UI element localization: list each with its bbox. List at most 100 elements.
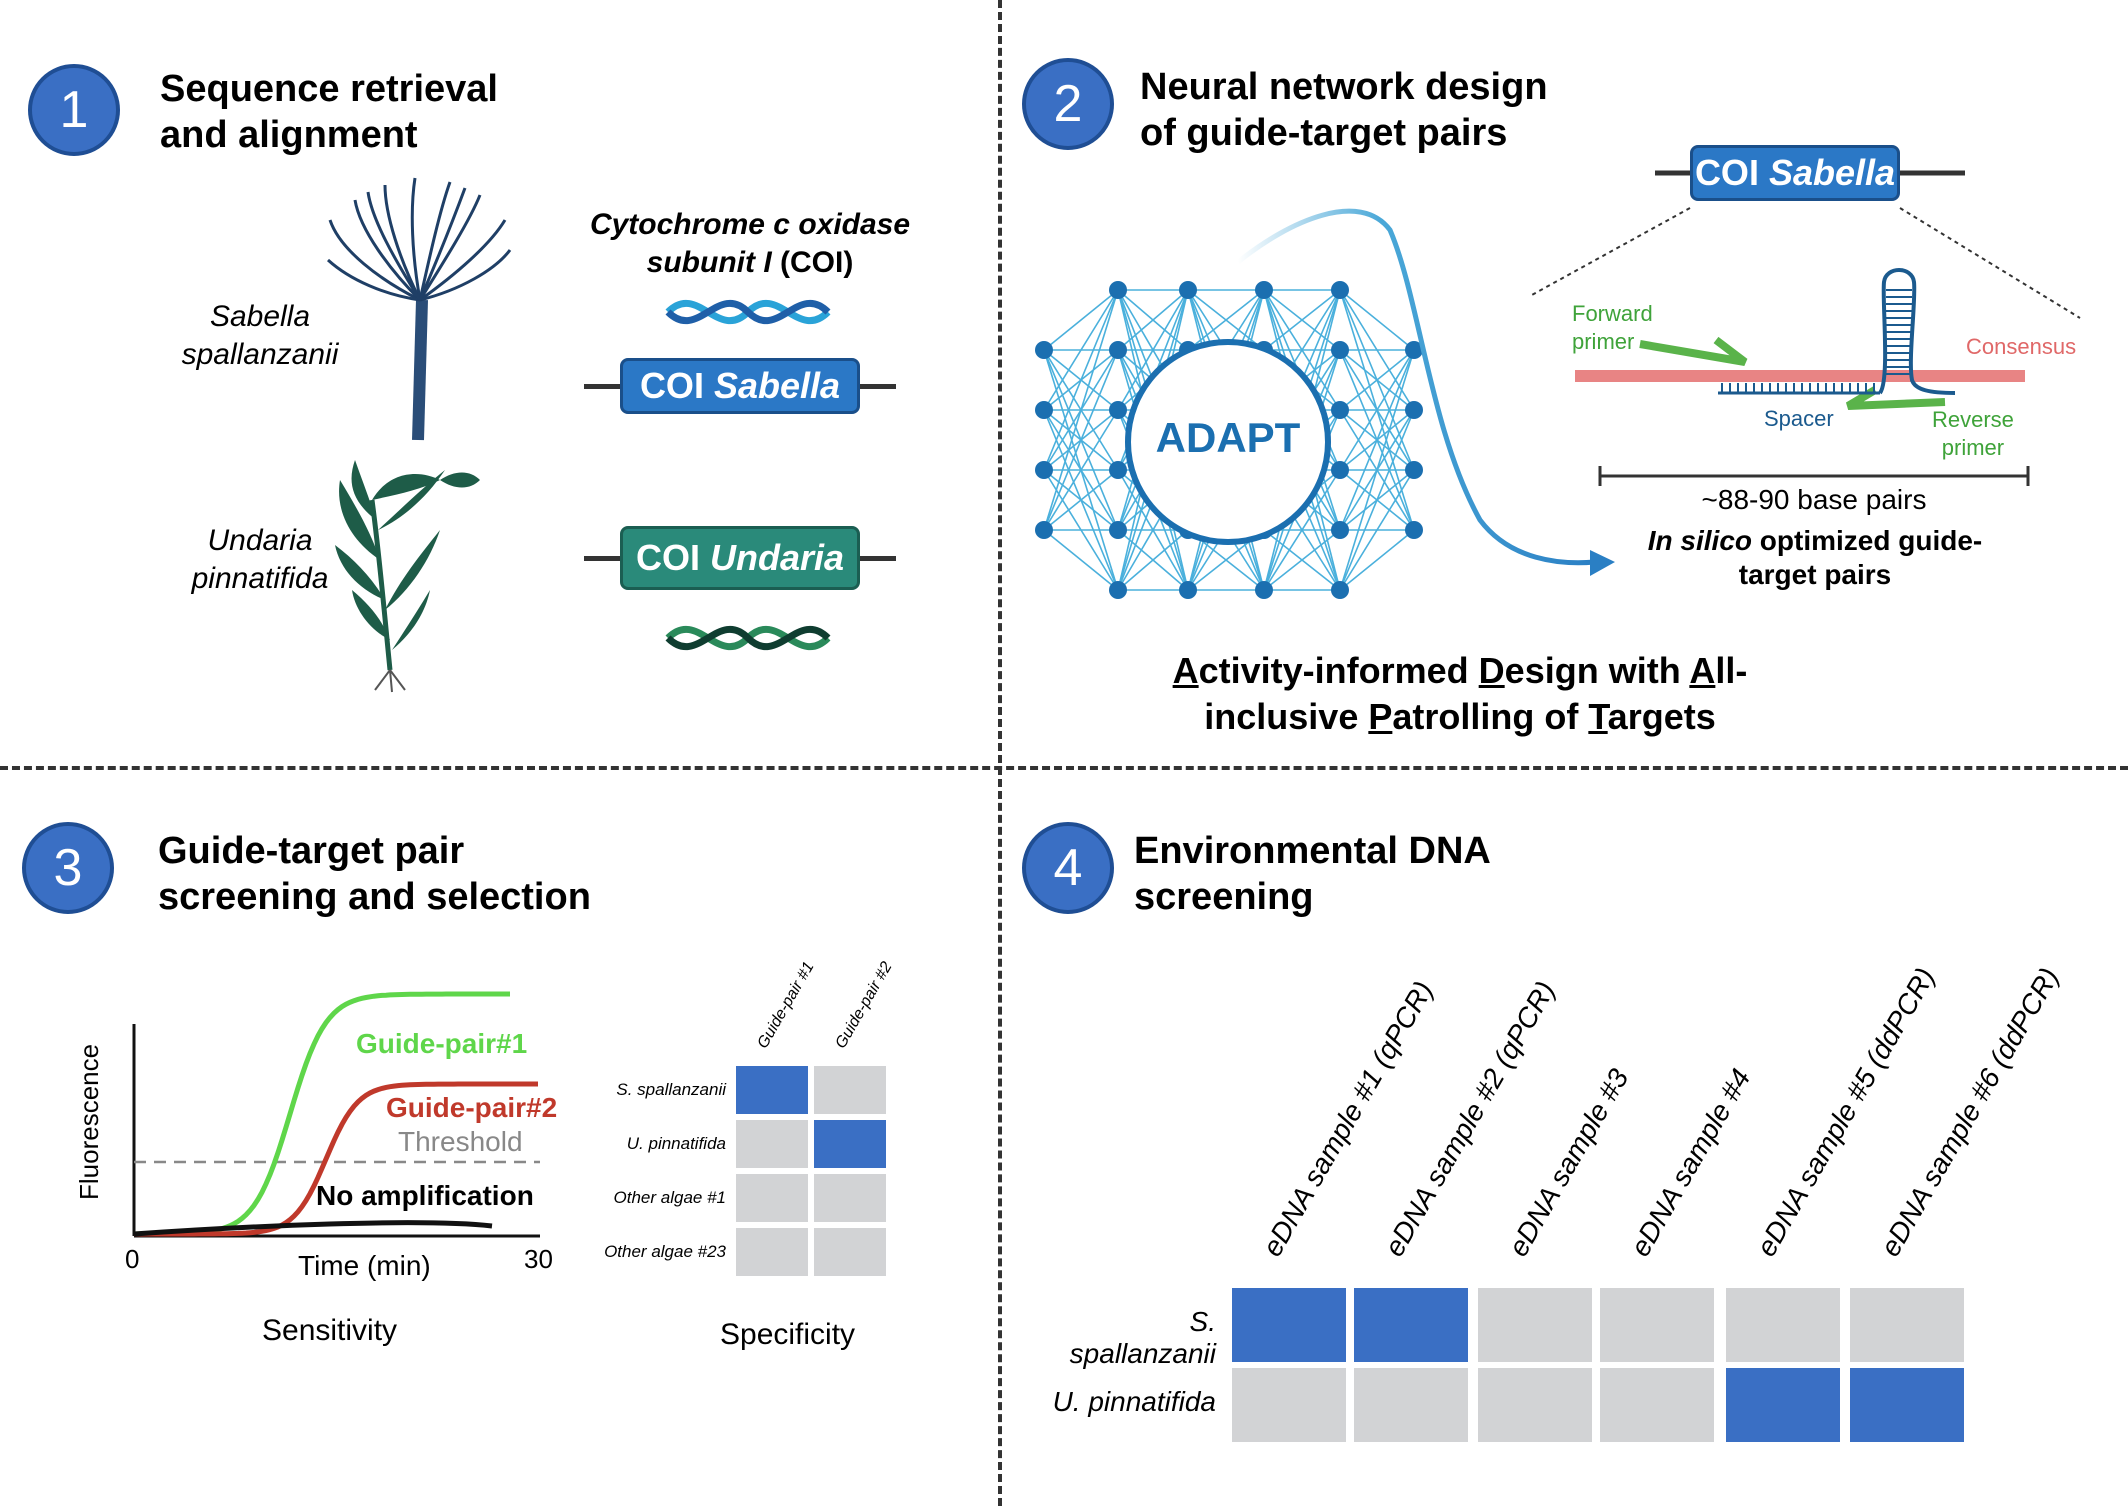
result-cell-negative bbox=[1354, 1368, 1468, 1442]
network-node bbox=[1109, 581, 1127, 599]
result-cell-positive bbox=[1232, 1288, 1346, 1362]
design-arrow-head bbox=[1590, 550, 1615, 576]
chart-xlabel: Time (min) bbox=[298, 1250, 431, 1281]
network-node bbox=[1035, 341, 1053, 359]
forward-primer-arrow bbox=[1639, 336, 1748, 366]
network-node bbox=[1331, 581, 1349, 599]
matrix-row-label: Other algae #1 bbox=[613, 1188, 726, 1207]
species2-label: Undaria pinnatifida bbox=[191, 524, 329, 595]
vertical-divider bbox=[998, 0, 1002, 1506]
optimized-label: In silico optimized guide- target pairs bbox=[1590, 524, 2040, 592]
matrix-cell-negative bbox=[736, 1228, 808, 1276]
consensus-label: Consensus bbox=[1966, 334, 2077, 359]
network-node bbox=[1035, 461, 1053, 479]
acronym-line1: Activity-informed Design with All- bbox=[1172, 650, 1748, 691]
gene2-box: COI Undaria bbox=[620, 526, 860, 590]
result-cell-negative bbox=[1478, 1368, 1592, 1442]
result-cell-negative bbox=[1600, 1368, 1714, 1442]
result-cell-positive bbox=[1850, 1368, 1964, 1442]
panel2-title: Neural network design of guide-target pa… bbox=[1140, 66, 1548, 154]
network-node bbox=[1331, 341, 1349, 359]
no-amplification-curve bbox=[133, 1220, 493, 1237]
result-cell-negative bbox=[1600, 1288, 1714, 1362]
optimized-line2: target pairs bbox=[1738, 559, 1892, 590]
network-node bbox=[1405, 461, 1423, 479]
adapt-label: ADAPT bbox=[1155, 414, 1301, 461]
specificity-label: Specificity bbox=[720, 1318, 856, 1351]
matrix-row-label: U. pinnatifida bbox=[626, 1134, 726, 1153]
zoom-line-left bbox=[1529, 207, 1691, 297]
hairpin-rungs bbox=[1886, 289, 1912, 375]
network-node bbox=[1109, 281, 1127, 299]
threshold-label: Threshold bbox=[398, 1126, 523, 1157]
gene1-prefix: COI bbox=[639, 365, 704, 406]
network-node bbox=[1331, 401, 1349, 419]
guide-pair-2-curve bbox=[134, 1081, 538, 1237]
legend-guide-pair-1: Guide-pair#1 bbox=[356, 1028, 528, 1059]
network-node bbox=[1109, 341, 1127, 359]
reverse-primer-arrow bbox=[1845, 386, 1946, 410]
coi-heading-suffix: (COI) bbox=[780, 246, 854, 279]
panel4-title: Environmental DNA screening bbox=[1134, 830, 1491, 918]
step-1-badge: 1 bbox=[28, 64, 120, 156]
zoom-line-right bbox=[1899, 207, 2081, 319]
reverse-primer-label: Reverse primer bbox=[1932, 407, 2014, 460]
length-label: ~88-90 base pairs bbox=[1701, 484, 1927, 515]
undaria-illustration bbox=[335, 460, 480, 693]
gene3-box: COI Sabella bbox=[1690, 145, 1900, 201]
crrna-hairpin bbox=[1878, 268, 1956, 395]
network-node bbox=[1331, 281, 1349, 299]
network-node bbox=[1109, 401, 1127, 419]
matrix-cell-negative bbox=[814, 1066, 886, 1114]
design-arrow bbox=[1236, 208, 1596, 566]
dna-helix-sabella-icon bbox=[665, 299, 831, 325]
panel3-title: Guide-target pair screening and selectio… bbox=[158, 830, 591, 918]
horizontal-divider bbox=[0, 766, 2128, 770]
adapt-acronym: Activity-informed Design with All- inclu… bbox=[1120, 648, 1800, 740]
sample-row-label: S. spallanzanii bbox=[1069, 1306, 1216, 1369]
sample-row-label: U. pinnatifida bbox=[1052, 1386, 1216, 1417]
matrix-cell-positive bbox=[736, 1066, 808, 1114]
network-node bbox=[1255, 281, 1273, 299]
gene3-name: Sabella bbox=[1768, 152, 1896, 193]
step-4-badge: 4 bbox=[1022, 822, 1114, 914]
gene1-name: Sabella bbox=[713, 365, 841, 406]
sabella-illustration bbox=[326, 177, 512, 441]
result-cell-negative bbox=[1726, 1288, 1840, 1362]
network-node bbox=[1109, 461, 1127, 479]
legend-guide-pair-2: Guide-pair#2 bbox=[386, 1092, 558, 1123]
consensus-bar bbox=[1575, 370, 2025, 382]
amplification-chart bbox=[132, 991, 540, 1238]
coi-heading-italic: Cytochrome c oxidase subunit I bbox=[589, 208, 911, 279]
spacer-label: Spacer bbox=[1764, 406, 1834, 431]
gene1-box: COI Sabella bbox=[620, 358, 860, 414]
network-node bbox=[1179, 281, 1197, 299]
matrix-row-label: Other algae #23 bbox=[604, 1242, 726, 1261]
step-3-badge: 3 bbox=[22, 822, 114, 914]
acronym-line2: inclusive Patrolling of Targets bbox=[1204, 696, 1716, 737]
network-node bbox=[1109, 521, 1127, 539]
result-cell-negative bbox=[1850, 1288, 1964, 1362]
network-node bbox=[1405, 521, 1423, 539]
matrix-cell-negative bbox=[736, 1120, 808, 1168]
network-node bbox=[1035, 521, 1053, 539]
result-cell-positive bbox=[1726, 1368, 1840, 1442]
step-2-badge: 2 bbox=[1022, 58, 1114, 150]
species1-label: Sabella spallanzanii bbox=[181, 300, 339, 371]
adapt-circle bbox=[1125, 339, 1331, 545]
network-node bbox=[1035, 401, 1053, 419]
spacer-teeth bbox=[1721, 383, 1875, 393]
result-cell-negative bbox=[1232, 1368, 1346, 1442]
dna-helix-undaria-icon bbox=[665, 625, 831, 651]
forward-primer-label: Forward primer bbox=[1572, 301, 1653, 354]
matrix-cell-negative bbox=[736, 1174, 808, 1222]
result-cell-negative bbox=[1478, 1288, 1592, 1362]
optimized-italic: In silico bbox=[1647, 525, 1753, 556]
network-node bbox=[1179, 581, 1197, 599]
matrix-cell-negative bbox=[814, 1228, 886, 1276]
panel1-title: Sequence retrieval and alignment bbox=[160, 68, 498, 156]
network-node bbox=[1331, 521, 1349, 539]
legend-no-amplification: No amplification bbox=[316, 1180, 534, 1211]
network-node bbox=[1331, 461, 1349, 479]
coi-heading: Cytochrome c oxidase subunit I (COI) bbox=[580, 206, 920, 282]
